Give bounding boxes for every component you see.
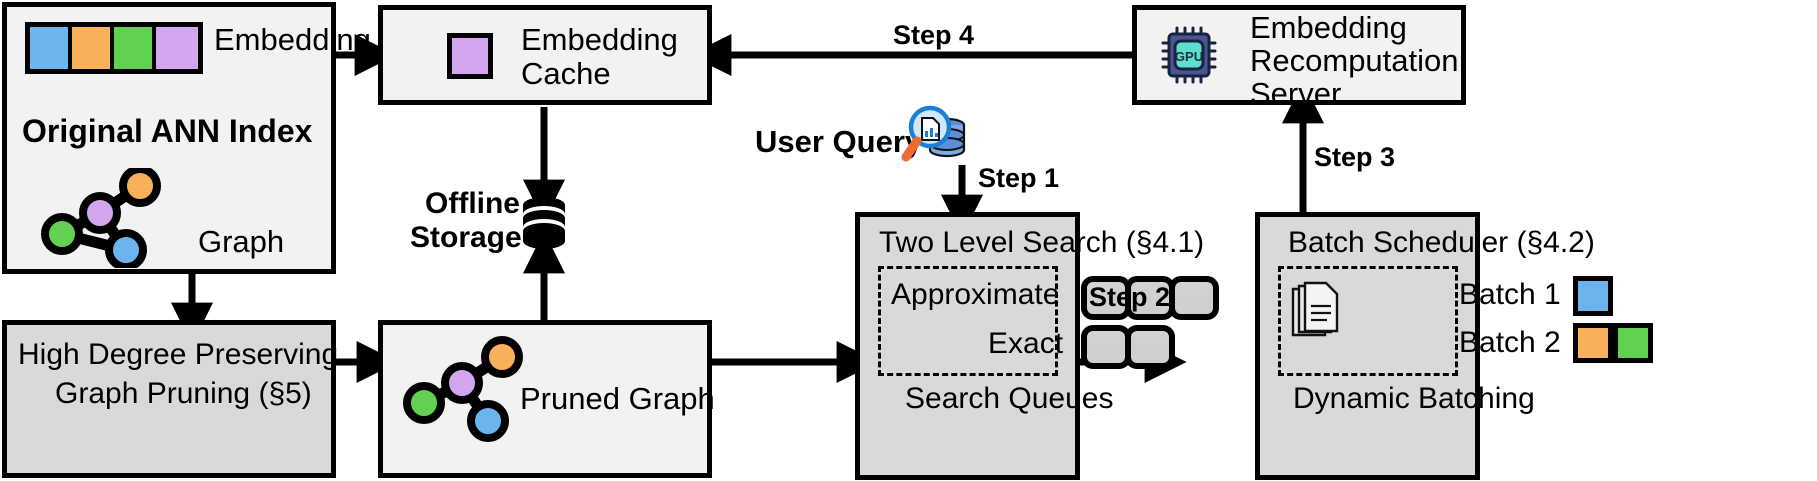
embedding-cache-chip <box>447 33 493 79</box>
batch-2-chip-green <box>1613 323 1653 363</box>
offline-storage-line2: Storage <box>410 221 522 254</box>
gpu-icon-text: GPU <box>1175 49 1203 64</box>
graph-node-purple <box>79 192 121 234</box>
two-level-search-box <box>855 212 1080 480</box>
exact-slot-1[interactable] <box>1081 325 1131 369</box>
approximate-slot-3[interactable] <box>1169 276 1219 320</box>
step2-label: Step 2 <box>1089 282 1171 312</box>
server-title-line3: Server <box>1250 76 1342 111</box>
exact-row-label: Exact <box>988 327 1064 360</box>
embedding-cache-box <box>378 5 712 105</box>
embedding-cell-orange <box>72 27 114 69</box>
batch-1-chip-blue <box>1573 276 1613 316</box>
search-queues-dashed-region <box>878 266 1058 376</box>
graph-label: Graph <box>198 224 285 259</box>
gpu-icon: GPU <box>1161 26 1217 84</box>
pruned-graph-illustration <box>403 336 523 442</box>
embedding-cache-title-line2: Cache <box>521 56 611 91</box>
graph-node-orange <box>119 168 161 207</box>
graph-pruning-line1: High Degree Preserving <box>18 338 339 371</box>
step4-label: Step 4 <box>893 20 975 50</box>
graph-pruning-line2: Graph Pruning (§5) <box>55 377 312 410</box>
dynamic-batching-footer: Dynamic Batching <box>1293 382 1535 415</box>
graph-node-green <box>41 213 83 255</box>
search-document-database-icon <box>901 105 966 162</box>
original-ann-index-title: Original ANN Index <box>22 113 313 149</box>
exact-slot-2[interactable] <box>1125 325 1175 369</box>
batch-2-chip-orange <box>1573 323 1613 363</box>
database-icon <box>523 197 565 249</box>
dynamic-batching-dashed-region <box>1278 266 1458 376</box>
batch-scheduler-box <box>1255 212 1480 480</box>
embedding-strip <box>25 22 203 74</box>
embedding-cell-purple <box>156 27 198 69</box>
offline-storage-line1: Offline <box>425 187 520 220</box>
pruned-node-blue <box>467 400 509 442</box>
server-title-line1: Embedding <box>1250 10 1407 45</box>
batch-1-label: Batch 1 <box>1459 278 1561 311</box>
search-queues-footer: Search Queues <box>905 382 1114 415</box>
two-level-search-title: Two Level Search (§4.1) <box>879 226 1205 259</box>
pruned-node-purple <box>441 362 483 404</box>
embedding-cache-title-line1: Embedding <box>521 22 678 57</box>
batch-2-label: Batch 2 <box>1459 326 1561 359</box>
graph-node-blue <box>105 229 147 268</box>
embedding-cell-blue <box>30 27 72 69</box>
documents-stack-icon <box>1291 281 1339 337</box>
pruned-node-orange <box>481 336 523 378</box>
batch-scheduler-title: Batch Scheduler (§4.2) <box>1288 226 1595 259</box>
step3-label: Step 3 <box>1314 142 1396 172</box>
pruned-node-green <box>403 382 445 424</box>
step1-label: Step 1 <box>978 163 1060 193</box>
approximate-row-label: Approximate <box>891 278 1060 311</box>
original-graph-illustration <box>41 168 161 268</box>
pruned-graph-label: Pruned Graph <box>520 381 715 416</box>
server-title-line2: Recomputation <box>1250 43 1459 78</box>
graph-pruning-box <box>2 320 336 478</box>
embedding-label: Embedding <box>214 22 371 57</box>
embedding-cell-green <box>114 27 156 69</box>
